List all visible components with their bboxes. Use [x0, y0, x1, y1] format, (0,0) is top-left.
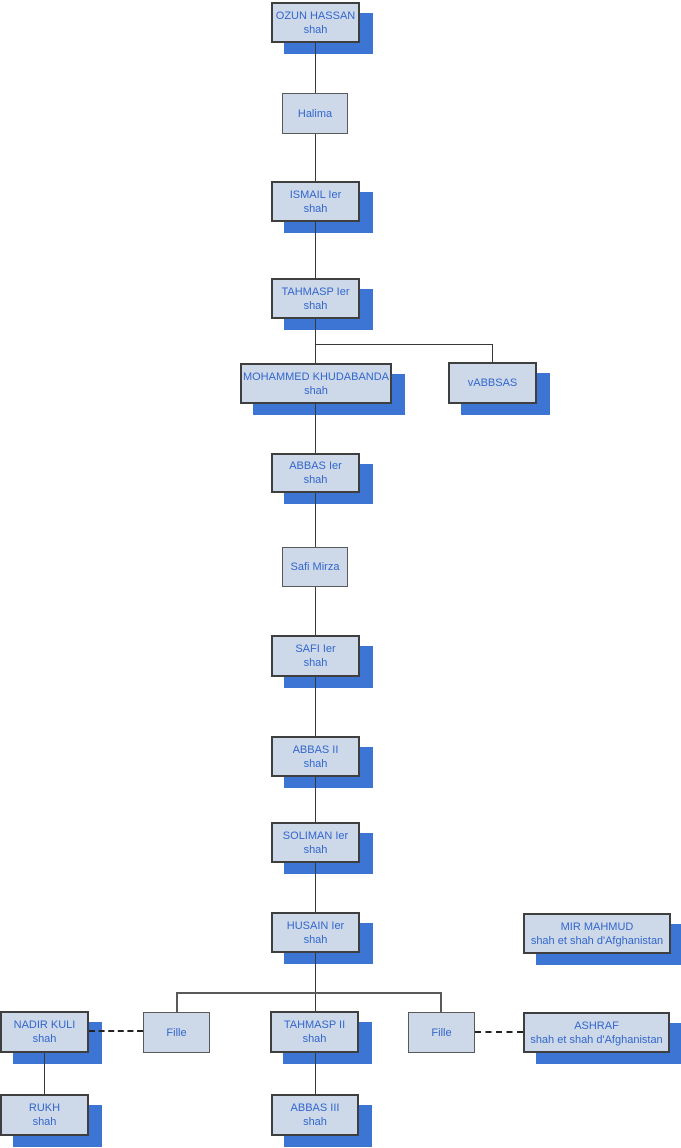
person-name: ABBAS II — [292, 743, 339, 756]
connector-mohammed-abbas1 — [315, 404, 316, 453]
connector-children-horizontal — [176, 992, 442, 994]
person-title: shah et shah d'Afghanistan — [530, 934, 664, 947]
node-abbas-2[interactable]: ABBAS II shah — [271, 736, 360, 777]
person-title: shah — [303, 843, 328, 856]
node-fille-right[interactable]: Fille — [408, 1012, 475, 1053]
person-name: HUSAIN Ier — [286, 919, 345, 932]
person-name: vABBSAS — [467, 377, 518, 389]
node-ashraf[interactable]: ASHRAF shah et shah d'Afghanistan — [523, 1012, 670, 1053]
connector-drop-fille2 — [440, 992, 442, 1012]
node-vabbsas[interactable]: vABBSAS — [448, 362, 537, 404]
node-abbas-1er[interactable]: ABBAS Ier shah — [271, 453, 360, 493]
node-abbas-3[interactable]: ABBAS III shah — [271, 1094, 359, 1136]
person-name: Fille — [431, 1026, 452, 1039]
person-name: ISMAIL Ier — [289, 188, 342, 201]
person-title: shah — [303, 757, 328, 770]
person-title: shah et shah d'Afghanistan — [530, 1033, 663, 1046]
marriage-dash-nadirkuli-fille — [89, 1030, 143, 1032]
person-name: Halima — [297, 107, 333, 120]
marriage-dash-fille-ashraf — [475, 1031, 523, 1033]
person-title: shah — [303, 657, 328, 669]
connector-ozun-halima — [315, 43, 316, 93]
person-name: ABBAS III — [290, 1102, 340, 1114]
person-name: MIR MAHMUD — [560, 920, 634, 933]
node-rukh[interactable]: RUKH shah — [0, 1094, 89, 1136]
connector-nadirkuli-rukh — [44, 1053, 45, 1094]
connector-safi1-abbas2 — [315, 677, 316, 736]
connector-abbas2-soliman — [315, 777, 316, 822]
person-name: SAFI Ier — [295, 643, 336, 655]
person-name: TAHMASP Ier — [281, 285, 350, 298]
connector-branch-vabbsas-horizontal — [315, 344, 493, 345]
person-name: OZUN HASSAN — [275, 9, 356, 22]
node-safi-mirza[interactable]: Safi Mirza — [282, 547, 348, 587]
person-title: shah — [32, 1033, 57, 1045]
node-mohammed-khudabanda[interactable]: MOHAMMED KHUDABANDA shah — [240, 363, 392, 404]
node-mir-mahmud[interactable]: MIR MAHMUD shah et shah d'Afghanistan — [523, 913, 671, 954]
node-tahmasp-2[interactable]: TAHMASP II shah — [270, 1011, 359, 1053]
node-soliman-1er[interactable]: SOLIMAN Ier shah — [271, 822, 360, 863]
node-ozun-hassan[interactable]: OZUN HASSAN shah — [271, 2, 360, 43]
connector-drop-fille1 — [176, 992, 178, 1012]
connector-husain-children — [315, 953, 316, 1011]
person-name: RUKH — [28, 1102, 61, 1114]
node-fille-left[interactable]: Fille — [143, 1012, 210, 1053]
node-safi-1er[interactable]: SAFI Ier shah — [271, 635, 360, 677]
person-title: shah — [304, 384, 328, 397]
person-name: Safi Mirza — [290, 561, 340, 573]
connector-abbas1-safimirza — [315, 493, 316, 547]
connector-tahmasp2-abbas3 — [315, 1053, 316, 1094]
person-name: ABBAS Ier — [289, 460, 342, 472]
person-name: NADIR KULI — [13, 1019, 76, 1031]
connector-tahmasp1-mohammed — [315, 319, 316, 363]
connector-safimirza-safi1 — [315, 587, 316, 635]
person-name: Fille — [166, 1026, 187, 1039]
person-title: shah — [303, 933, 328, 946]
node-halima[interactable]: Halima — [282, 93, 348, 134]
person-title: shah — [302, 1033, 327, 1045]
person-title: shah — [303, 23, 328, 36]
connector-soliman-husain — [315, 863, 316, 912]
node-nadir-kuli[interactable]: NADIR KULI shah — [0, 1011, 89, 1053]
person-name: ASHRAF — [574, 1019, 619, 1032]
connector-branch-vabbsas-vertical — [492, 344, 493, 362]
node-husain-1er[interactable]: HUSAIN Ier shah — [271, 912, 360, 953]
person-title: shah — [303, 299, 328, 312]
person-title: shah — [303, 1116, 327, 1128]
person-title: shah — [303, 202, 328, 215]
node-tahmasp-1er[interactable]: TAHMASP Ier shah — [271, 278, 360, 319]
connector-ismail-tahmasp1 — [315, 222, 316, 278]
person-name: SOLIMAN Ier — [282, 829, 349, 842]
node-ismail-1er[interactable]: ISMAIL Ier shah — [271, 181, 360, 222]
person-title: shah — [303, 474, 328, 486]
person-name: MOHAMMED KHUDABANDA — [242, 370, 390, 383]
person-title: shah — [32, 1116, 57, 1128]
person-name: TAHMASP II — [283, 1019, 346, 1031]
connector-halima-ismail — [315, 134, 316, 181]
